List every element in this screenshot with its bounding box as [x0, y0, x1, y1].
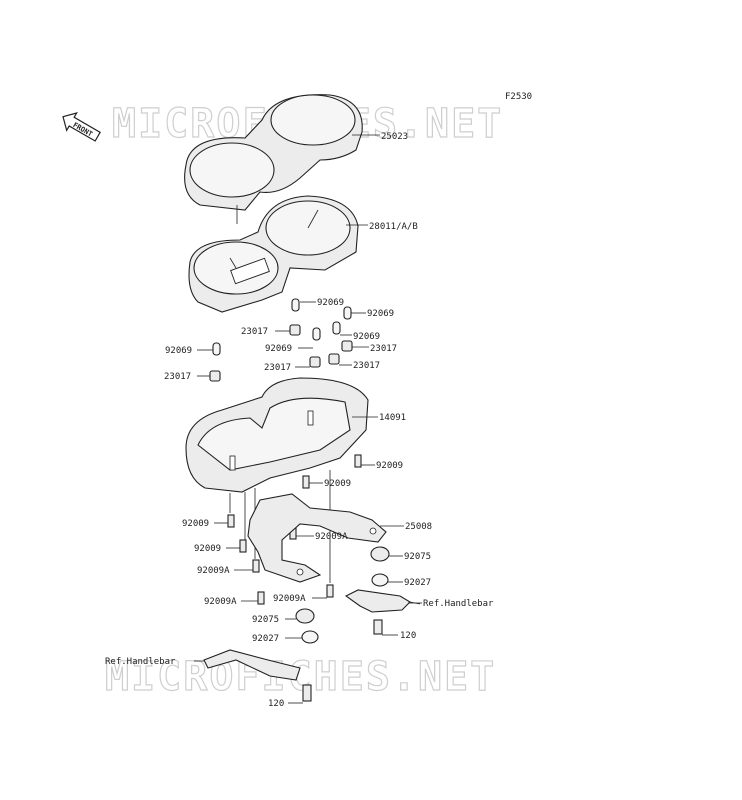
label-ref-handlebar: Ref.Handlebar: [423, 599, 494, 609]
label-92009A: 92009A: [315, 532, 348, 542]
leader-lines: [197, 134, 422, 704]
label-23017: 23017: [370, 344, 397, 354]
label-23017: 23017: [264, 363, 291, 373]
label-92009A: 92009A: [204, 597, 237, 607]
label-23017: 23017: [164, 372, 191, 382]
label-120: 120: [268, 699, 284, 709]
label-ref-handlebar: Ref.Handlebar: [105, 657, 176, 667]
label-92075: 92075: [252, 615, 279, 625]
label-28011: 28011/A/B: [369, 222, 418, 232]
label-25023: 25023: [381, 132, 408, 142]
label-92069: 92069: [353, 332, 380, 342]
screw-parts: [227, 454, 362, 605]
label-25008: 25008: [405, 522, 432, 532]
label-92069: 92069: [317, 298, 344, 308]
label-23017: 23017: [241, 327, 268, 337]
damper-parts: [295, 546, 390, 644]
meter-cover-part: [184, 94, 363, 224]
front-arrow-icon: FRONT: [62, 112, 101, 142]
label-92009: 92009: [376, 461, 403, 471]
label-92009A: 92009A: [197, 566, 230, 576]
label-92009: 92009: [194, 544, 221, 554]
label-120: 120: [400, 631, 416, 641]
meter-assembly-part: [188, 195, 359, 313]
label-92009A: 92009A: [273, 594, 306, 604]
label-92069: 92069: [165, 346, 192, 356]
label-92009: 92009: [182, 519, 209, 529]
label-92027: 92027: [404, 578, 431, 588]
bolt-parts: [302, 619, 383, 702]
label-23017: 23017: [353, 361, 380, 371]
label-14091: 14091: [379, 413, 406, 423]
label-92069: 92069: [367, 309, 394, 319]
label-92027: 92027: [252, 634, 279, 644]
watermark-bottom: MICROFICHES.NET: [105, 654, 496, 700]
bracket-part: [247, 493, 387, 583]
handlebar-bracket-left: [194, 649, 301, 681]
figure-code: F2530: [505, 92, 532, 102]
socket-bulb-parts: [209, 298, 353, 382]
handlebar-bracket-right: [344, 589, 421, 613]
part-labels: 25023 28011/A/B 92069 92069 23017 92069 …: [105, 132, 494, 709]
label-92069: 92069: [265, 344, 292, 354]
label-92009: 92009: [324, 479, 351, 489]
label-92075: 92075: [404, 552, 431, 562]
